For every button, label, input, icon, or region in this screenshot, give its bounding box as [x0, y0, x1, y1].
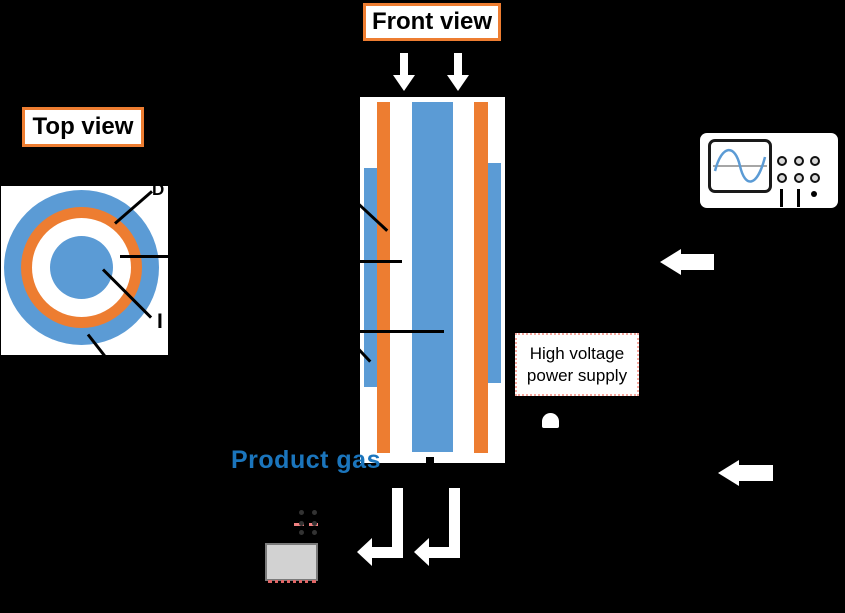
sine-wave-icon: [713, 148, 767, 183]
power-supply-box: High voltage power supply: [515, 333, 639, 396]
connection-dot: [299, 521, 304, 526]
dielectric-strip-left: [377, 102, 390, 453]
product-gas-label: Product gas: [231, 446, 381, 474]
inner-electrode-label-fragment: I: [157, 310, 163, 333]
knob-icon: [794, 173, 804, 183]
connection-dot: [299, 530, 304, 535]
knob-icon: [777, 173, 787, 183]
connection-dot: [312, 521, 317, 526]
inlet-arrow-right-shaft: [454, 53, 462, 76]
oscilloscope: [700, 133, 838, 208]
flow-arrow-upper-body: [681, 254, 714, 270]
connection-dot: [312, 510, 317, 515]
power-supply-connector-icon: [542, 413, 559, 428]
power-supply-label: High voltage power supply: [526, 344, 628, 385]
inner-electrode-column: [412, 102, 453, 452]
flow-arrow-lower-body: [739, 465, 773, 481]
connection-dot: [312, 530, 317, 535]
outer-electrode-strip-right: [488, 163, 501, 383]
leader-line-inner-front: [360, 330, 444, 333]
dielectric-strip-right: [474, 102, 488, 453]
top-view-panel: D I: [1, 186, 168, 355]
dielectric-label-fragment: D: [152, 186, 165, 199]
outlet-label-fragment: [426, 457, 434, 463]
top-view-label-text: Top view: [32, 113, 134, 140]
leader-line-gap: [120, 255, 168, 258]
dotted-line: [268, 580, 316, 583]
front-view-label: Front view: [363, 3, 501, 41]
inlet-arrow-left-icon: [393, 75, 415, 91]
knob-icon: [810, 156, 820, 166]
knob-icon: [794, 156, 804, 166]
knob-icon: [810, 173, 820, 183]
top-view-label: Top view: [22, 107, 144, 147]
outlet-arrow-head-icon: [357, 538, 372, 566]
outlet-arrow-shaft: [392, 488, 403, 558]
outlet-arrow-arm: [370, 547, 393, 558]
inner-electrode-circle: [50, 236, 113, 299]
front-view-label-text: Front view: [371, 8, 492, 35]
flow-arrow-lower-icon: [718, 460, 739, 486]
outlet-arrow-shaft: [449, 488, 460, 558]
sampling-box: [265, 543, 318, 581]
probe-lead-icon: [780, 189, 783, 207]
probe-dot-icon: [811, 191, 817, 197]
inlet-arrow-right-icon: [447, 75, 469, 91]
oscilloscope-screen: [708, 139, 772, 193]
outlet-arrow-right: [414, 488, 462, 568]
inlet-arrow-left-shaft: [400, 53, 408, 76]
outlet-arrow-left: [357, 488, 405, 568]
probe-lead-icon: [797, 189, 800, 207]
knob-icon: [777, 156, 787, 166]
flow-arrow-upper-icon: [660, 249, 681, 275]
connection-dot: [299, 510, 304, 515]
outlet-arrow-arm: [427, 547, 450, 558]
outlet-arrow-head-icon: [414, 538, 429, 566]
reactor-front-view-panel: [360, 97, 505, 463]
leader-line-gap-front: [360, 260, 402, 263]
